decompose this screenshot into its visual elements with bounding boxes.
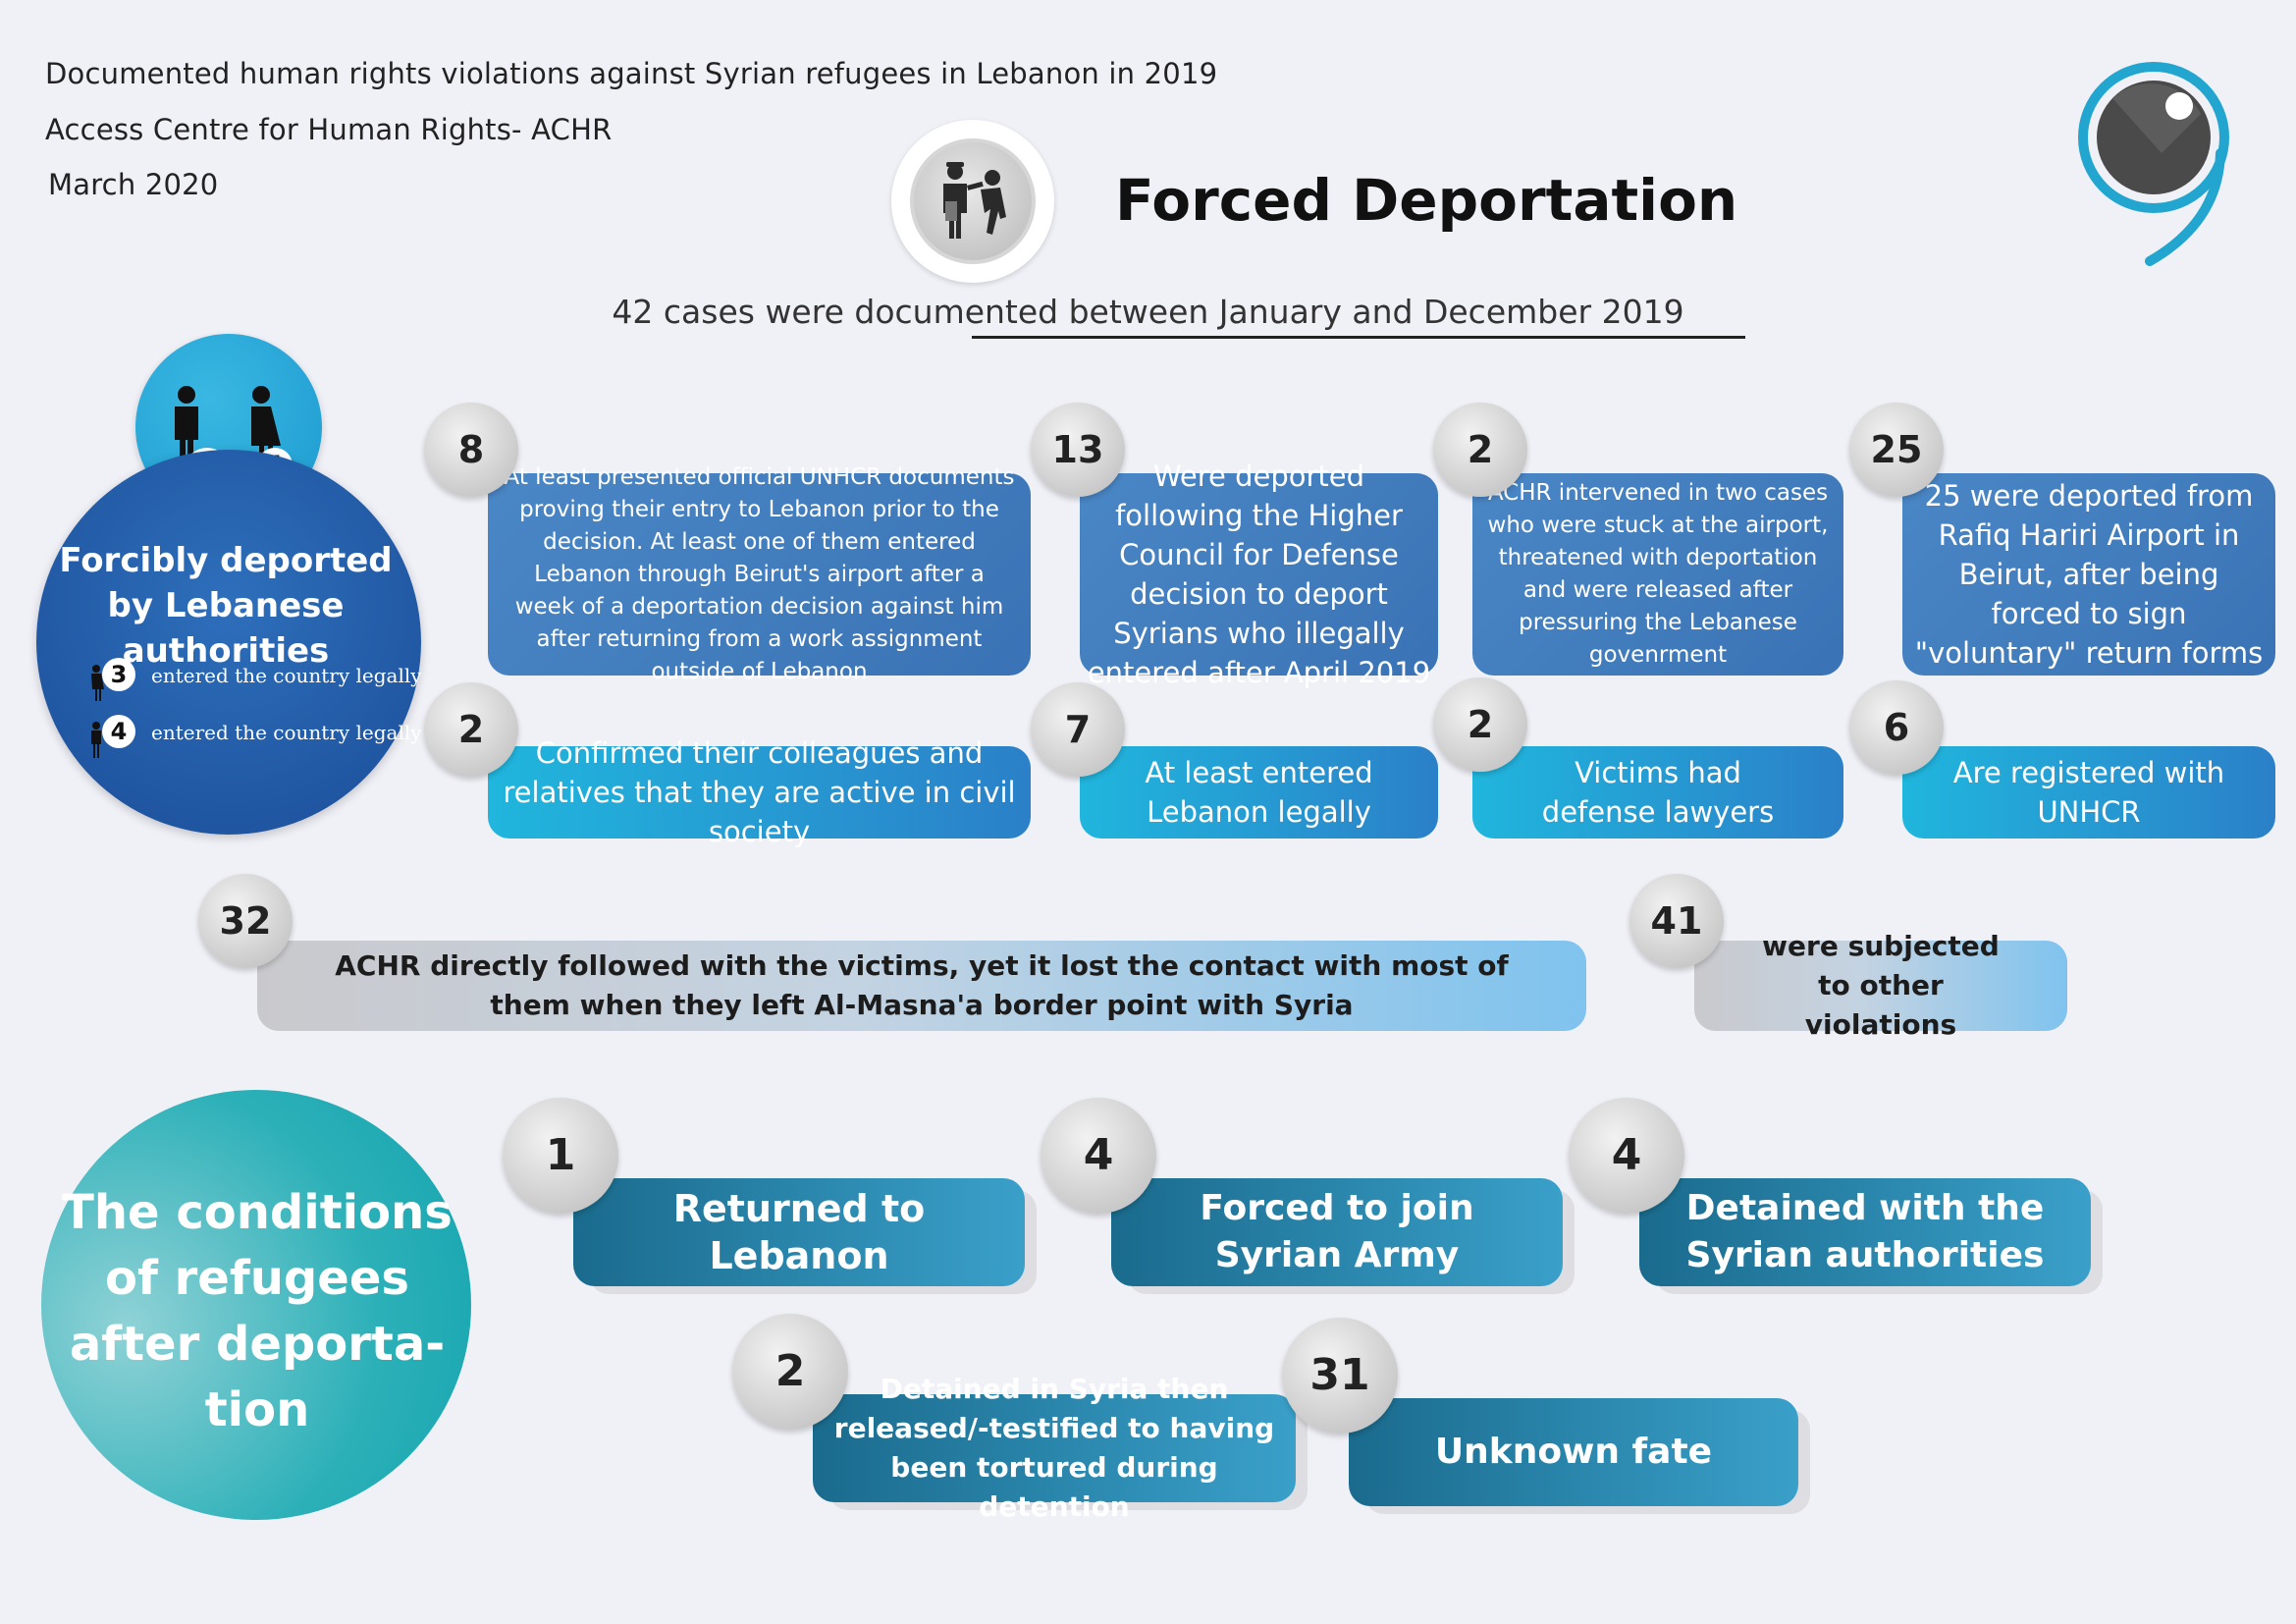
stat-text: Confirmed their colleagues and relatives… <box>503 736 1016 848</box>
man-icon <box>91 722 101 758</box>
woman-icon <box>251 386 281 477</box>
followup-box: ACHR directly followed with the victims,… <box>257 941 1586 1031</box>
deported-title: Forcibly deported by Lebanese authoritie… <box>59 541 393 671</box>
stat-text: 25 were deported from Rafiq Hariri Airpo… <box>1914 479 2264 670</box>
conditions-title: The conditions of refugees after deporta… <box>62 1185 453 1437</box>
report-title-line: Documented human rights violations again… <box>45 57 1218 90</box>
deported-circle <box>36 450 421 835</box>
subtitle-underline <box>972 336 1745 339</box>
condition-number-bubble: 4 <box>1569 1098 1684 1214</box>
stat-number-bubble: 8 <box>424 403 518 497</box>
achr-eye-logo <box>2078 62 2229 266</box>
stat-box: Were deported following the Higher Counc… <box>1080 460 1438 689</box>
followup-number-bubble: 41 <box>1629 874 1724 968</box>
stat-box: At least entered Lebanon legally <box>1080 746 1438 839</box>
deportation-icon <box>910 138 1036 264</box>
stat-text: Victims had defense lawyers <box>1541 756 1775 829</box>
stat-number-bubble: 2 <box>1433 677 1527 772</box>
stat-number-bubble: 7 <box>1031 682 1125 777</box>
condition-box: Detained with the Syrian authorities <box>1639 1178 2091 1286</box>
condition-number-bubble: 4 <box>1041 1098 1156 1214</box>
condition-number-bubble: 1 <box>503 1098 618 1214</box>
report-date: March 2020 <box>48 168 219 201</box>
condition-text: Returned to Lebanon <box>672 1187 926 1277</box>
stat-text: At least entered Lebanon legally <box>1145 756 1373 829</box>
stat-number-bubble: 13 <box>1031 403 1125 497</box>
condition-text: Forced to join Syrian Army <box>1200 1188 1474 1275</box>
conditions-circle <box>41 1090 471 1520</box>
legal-count-badge: 4 <box>102 715 135 748</box>
stat-box: Confirmed their colleagues and relatives… <box>488 736 1031 848</box>
stat-text: Are registered with UNHCR <box>1952 756 2225 829</box>
stat-text: At least presented official UNHCR docume… <box>504 463 1015 684</box>
stat-box: At least presented official UNHCR docume… <box>488 464 1031 684</box>
stat-box: Are registered with UNHCR <box>1902 746 2275 839</box>
stat-text: Were deported following the Higher Counc… <box>1087 460 1431 689</box>
condition-text: Detained in Syria then released/-testifi… <box>833 1373 1275 1523</box>
followup-text: ACHR directly followed with the victims,… <box>335 949 1509 1021</box>
condition-number-bubble: 2 <box>732 1314 848 1430</box>
woman-icon <box>91 665 104 701</box>
page-title: Forced Deportation <box>1115 167 1738 234</box>
followup-text: were subjected to other violations <box>1762 930 2000 1041</box>
legal-count-badge: 3 <box>102 658 135 691</box>
stat-text: ACHR intervened in two cases who were st… <box>1487 480 1829 668</box>
followup-number-bubble: 32 <box>198 874 293 968</box>
stat-box: Victims had defense lawyers <box>1472 746 1843 839</box>
legal-entry-text: entered the country legally <box>151 664 422 687</box>
stat-number-bubble: 6 <box>1849 680 1944 775</box>
followup-box: were subjected to other violations <box>1694 930 2067 1041</box>
header-icon-ring <box>891 120 1054 283</box>
stat-box: 25 were deported from Rafiq Hariri Airpo… <box>1902 473 2275 676</box>
condition-box: Returned to Lebanon <box>573 1178 1025 1286</box>
organization-name: Access Centre for Human Rights- ACHR <box>45 113 613 146</box>
condition-box: Unknown fate <box>1349 1398 1798 1506</box>
condition-text: Detained with the Syrian authorities <box>1685 1188 2045 1275</box>
condition-number-bubble: 31 <box>1282 1318 1398 1434</box>
stat-number-bubble: 2 <box>424 682 518 777</box>
legal-entry-text: entered the country legally <box>151 721 422 744</box>
stat-box: ACHR intervened in two cases who were st… <box>1472 473 1843 676</box>
condition-text: Unknown fate <box>1434 1432 1713 1472</box>
condition-box: Forced to join Syrian Army <box>1111 1178 1563 1286</box>
condition-box: Detained in Syria then released/-testifi… <box>813 1373 1296 1523</box>
page-subtitle: 42 cases were documented between January… <box>612 293 1684 331</box>
stat-number-bubble: 25 <box>1849 403 1944 497</box>
stat-number-bubble: 2 <box>1433 403 1527 497</box>
